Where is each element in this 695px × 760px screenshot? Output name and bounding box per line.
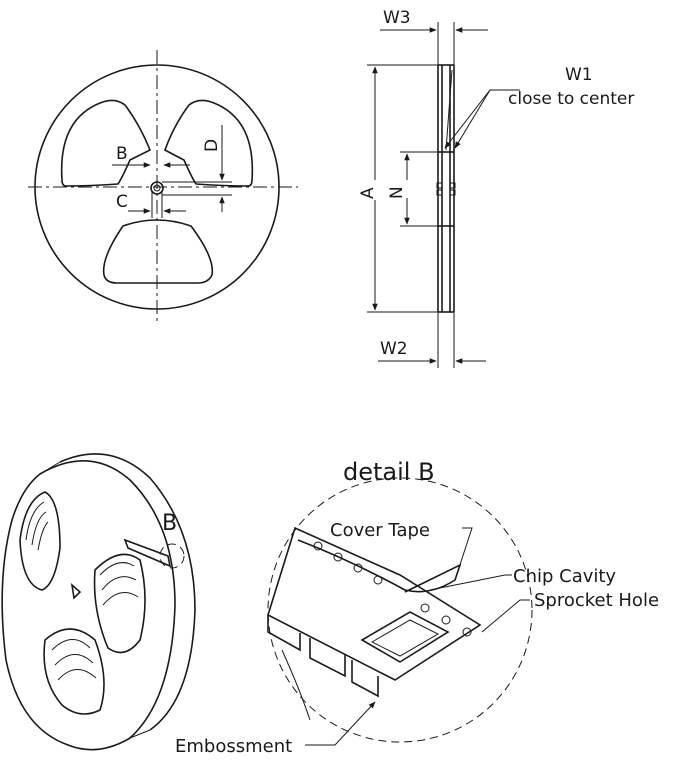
chip-cavity-inner — [370, 619, 440, 657]
label-chip-cavity: Chip Cavity — [513, 566, 616, 587]
hub-slot-right-bottom — [449, 189, 456, 196]
sprocket-hole-4 — [373, 575, 383, 585]
reel-3d-face — [1, 460, 176, 751]
reel-hub-inner — [153, 184, 161, 192]
label-cover-tape: Cover Tape — [330, 520, 430, 541]
reel-3d-window-2 — [93, 553, 146, 654]
cover-tape — [297, 539, 462, 593]
w1-leader-right — [454, 89, 491, 149]
detail-edge-curve — [281, 649, 311, 721]
sprocket-hole-2 — [333, 552, 343, 562]
embossment-1 — [267, 615, 301, 652]
reel-front-view: B C D — [28, 50, 298, 325]
sprocket-hole-7 — [462, 627, 472, 637]
label-w2: W2 — [380, 339, 408, 359]
reel-3d-back-rim — [59, 453, 196, 731]
reel-side-view: W3 W2 W1 close to center A N — [358, 8, 634, 368]
leader-embossment — [305, 701, 376, 746]
detail-b-circle — [267, 477, 533, 743]
embossment-2 — [309, 638, 346, 678]
reel-window-bottom — [102, 219, 214, 284]
label-w1-note: close to center — [508, 89, 634, 109]
leader-sprocket-hole — [481, 599, 530, 633]
reel-3d-tape-1 — [25, 501, 49, 551]
label-detail-marker: B — [162, 511, 177, 536]
reel-3d-hub — [70, 582, 82, 600]
reel-3d-tape-3 — [51, 639, 97, 681]
label-c: C — [116, 192, 128, 212]
label-w1: W1 — [565, 65, 593, 85]
hub-slot-left-top — [436, 182, 443, 189]
reel-3d-window-1 — [19, 491, 61, 591]
reel-hub — [150, 181, 164, 195]
reel-3d-tape-2 — [99, 562, 139, 606]
sprocket-hole-1 — [313, 541, 323, 551]
carrier-tape-surface — [267, 526, 482, 681]
reel-3d-view: B — [1, 453, 196, 751]
label-a: A — [358, 187, 378, 199]
hub-slot-right-top — [449, 182, 456, 189]
reel-3d-window-3 — [43, 628, 105, 715]
label-b: B — [116, 144, 128, 164]
label-n: N — [387, 186, 407, 199]
w1-guide-line — [445, 69, 453, 151]
detail-b-view: detail B Cover Tape Chip Cavity Sprocket… — [175, 458, 659, 757]
sprocket-hole-3 — [353, 563, 363, 573]
reel-3d-edge-bottom — [129, 729, 151, 739]
detail-b-marker-circle — [159, 543, 185, 569]
detail-b-title: detail B — [343, 458, 435, 486]
reel-3d-tape-strip — [123, 538, 172, 568]
reel-3d-edge-top — [39, 461, 61, 475]
label-w3: W3 — [383, 8, 411, 28]
label-d: D — [202, 139, 222, 152]
reel-window-left — [60, 99, 152, 187]
label-sprocket-hole: Sprocket Hole — [534, 590, 659, 611]
label-embossment: Embossment — [175, 736, 292, 757]
reel-window-right — [164, 99, 254, 187]
leader-chip-cavity — [429, 574, 512, 591]
sprocket-hole-5 — [420, 603, 430, 613]
leader-cover-tape — [454, 527, 473, 581]
embossment-3 — [351, 660, 379, 698]
sprocket-hole-6 — [441, 615, 451, 625]
hub-slot-left-bottom — [436, 189, 443, 196]
chip-cavity — [360, 611, 450, 663]
